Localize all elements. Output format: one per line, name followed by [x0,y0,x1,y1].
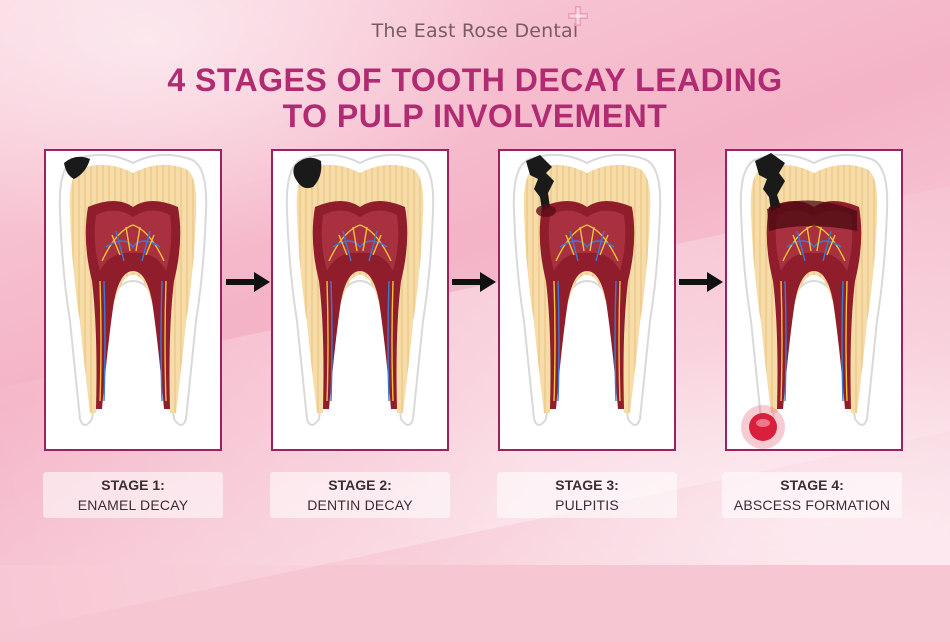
title-line-1: 4 STAGES OF TOOTH DECAY LEADING [167,62,783,98]
abscess-decay-channel [755,153,785,211]
arrow-right-icon-3 [679,272,723,292]
stage-2-panel [271,149,449,451]
stage-2-tooth-illustration [285,153,435,427]
stage-2-label-bg [270,472,450,518]
stage-4-name: ABSCESS FORMATION [733,497,891,513]
enamel-decay-spot [64,156,90,179]
stage-3-name: PULPITIS [555,497,619,513]
stage-1-number: STAGE 1: [101,477,165,493]
page-title: 4 STAGES OF TOOTH DECAY LEADING TO PULP … [0,62,950,134]
stage-1-name: ENAMEL DECAY [77,497,189,513]
title-line-2: TO PULP INVOLVEMENT [282,98,668,134]
stage-3-label-bg [497,472,677,518]
stage-3-number: STAGE 3: [555,477,619,493]
stage-3-tooth-illustration [512,153,662,427]
stage-4-tooth-illustration [739,153,889,449]
rose-cross-logo-icon [568,6,588,26]
stage-2-name: DENTIN DECAY [307,497,413,513]
stage-3-panel [498,149,676,451]
stage-4-number: STAGE 4: [780,477,844,493]
arrow-right-icon-2 [452,272,496,292]
stage-1-label-bg [43,472,223,518]
brand-name: The East Rose Dental [371,20,579,42]
stage-2-number: STAGE 2: [328,477,392,493]
dentin-decay-spot [293,157,322,189]
stage-4-label-bg [722,472,902,518]
stage-1-panel [44,149,222,451]
brand-header: The East Rose Dental [0,6,950,42]
arrow-right-icon-1 [226,272,270,292]
stage-1-tooth-illustration [58,153,208,427]
pulpitis-decay-channel [526,155,554,211]
stage-4-panel [725,149,903,451]
